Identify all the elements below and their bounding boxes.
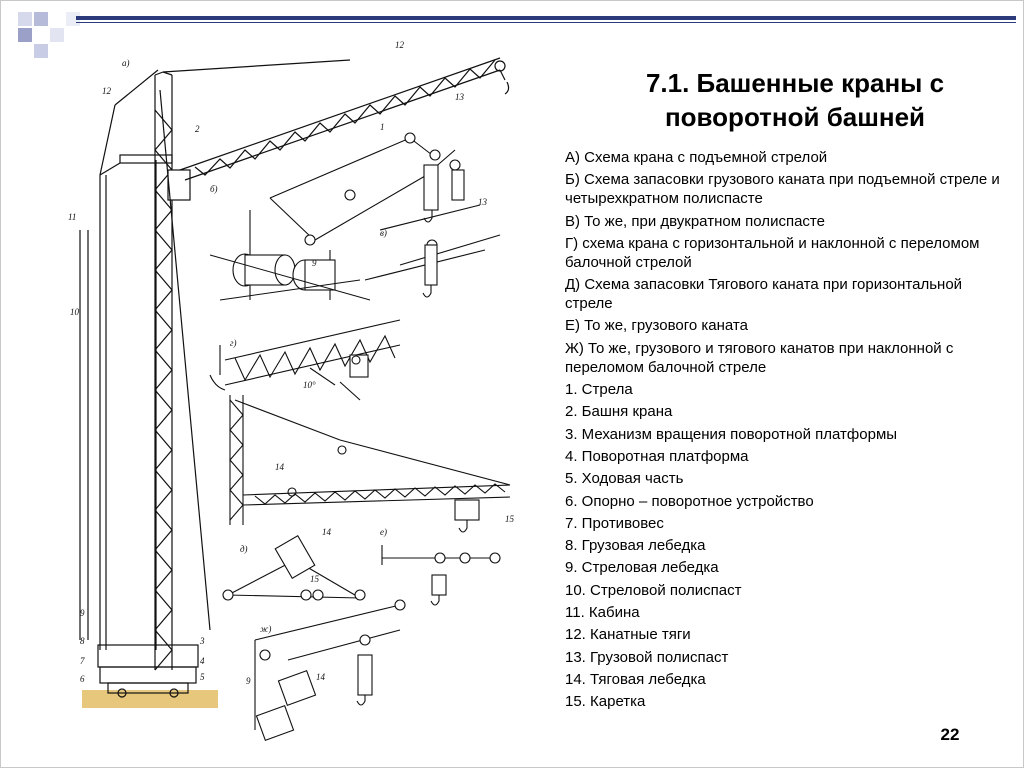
label-zh: ж) bbox=[260, 624, 271, 634]
label-1: 1 bbox=[380, 122, 385, 132]
legend-item: Г) схема крана с горизонтальной и наклон… bbox=[565, 234, 980, 271]
label-7: 7 bbox=[80, 656, 85, 666]
crane-boom bbox=[179, 57, 510, 181]
label-v: в) bbox=[380, 228, 387, 238]
legend-item: 15. Каретка bbox=[565, 693, 646, 711]
label-9b: 9 bbox=[246, 676, 251, 686]
label-10: 10 bbox=[70, 307, 80, 317]
legend-item: 11. Кабина bbox=[565, 604, 640, 622]
legend-item: 13. Грузовой полиспаст bbox=[565, 648, 729, 666]
label-4: 4 bbox=[200, 656, 205, 666]
legend-item: 1. Стрела bbox=[565, 381, 633, 399]
label-2: 2 bbox=[195, 124, 200, 134]
top-rule bbox=[76, 16, 1016, 20]
legend-item: 7. Противовес bbox=[565, 514, 664, 532]
label-15: 15 bbox=[505, 514, 515, 524]
label-13b: 13 bbox=[478, 197, 488, 207]
label-9c: 9 bbox=[312, 258, 317, 268]
legend-item: Д) Схема запасовки Тягового каната при г… bbox=[565, 276, 963, 313]
label-g: г) bbox=[230, 338, 237, 348]
crane-tower bbox=[79, 59, 351, 698]
label-14b: 14 bbox=[322, 527, 332, 537]
view-g-boom bbox=[209, 319, 511, 533]
label-e: е) bbox=[380, 527, 387, 537]
label-11: 11 bbox=[68, 212, 76, 222]
legend-item: 9. Стреловая лебедка bbox=[565, 559, 719, 577]
label-9: 9 bbox=[80, 608, 85, 618]
legend-item: 4. Поворотная платформа bbox=[565, 447, 749, 465]
legend-item: 3. Механизм вращения поворотной платформ… bbox=[565, 425, 898, 443]
label-14c: 14 bbox=[316, 672, 326, 682]
slide-title-line1: 7.1. Башенные краны с bbox=[645, 68, 945, 98]
label-14: 14 bbox=[275, 462, 285, 472]
legend-item: 5. Ходовая часть bbox=[565, 470, 684, 488]
slide-title-line2: поворотной башней bbox=[664, 102, 926, 132]
legend-item: В) То же, при двукратном полиспасте bbox=[565, 212, 825, 230]
legend-item: Б) Схема запасовки грузового каната при … bbox=[565, 171, 1000, 208]
label-angle: 10° bbox=[303, 380, 316, 390]
view-zh-reeving bbox=[254, 599, 406, 742]
legend-list: А) Схема крана с подъемной стрелой Б) Сх… bbox=[565, 148, 1005, 715]
label-d: д) bbox=[240, 544, 248, 554]
label-3: 3 bbox=[199, 636, 205, 646]
legend-item: Ж) То же, грузового и тягового канатов п… bbox=[565, 339, 954, 376]
diagram-labels: а) б) в) г) д) е) ж) 1 2 3 4 5 6 7 8 9 1… bbox=[68, 40, 515, 686]
slide-title: 7.1. Башенные краны с поворотной башней bbox=[585, 66, 1005, 134]
ground bbox=[82, 690, 218, 708]
label-5: 5 bbox=[200, 672, 205, 682]
label-8: 8 bbox=[80, 636, 85, 646]
legend-item: 12. Канатные тяги bbox=[565, 626, 691, 644]
top-rule-thin bbox=[76, 22, 1016, 23]
label-6: 6 bbox=[80, 674, 85, 684]
view-e-reeving bbox=[381, 545, 501, 606]
legend-item: 6. Опорно – поворотное устройство bbox=[565, 492, 814, 510]
view-d-reeving bbox=[222, 535, 366, 601]
view-b-reeving bbox=[209, 132, 465, 301]
legend-item: Е) То же, грузового каната bbox=[565, 317, 748, 335]
legend-item: 10. Стреловой полиспаст bbox=[565, 581, 742, 599]
crane-diagram: а) б) в) г) д) е) ж) 1 2 3 4 5 6 7 8 9 1… bbox=[68, 40, 515, 742]
label-13: 13 bbox=[455, 92, 465, 102]
legend-item: 8. Грузовая лебедка bbox=[565, 537, 706, 555]
label-a: а) bbox=[122, 58, 130, 68]
legend-item: 14. Тяговая лебедка bbox=[565, 670, 706, 688]
label-15b: 15 bbox=[310, 574, 320, 584]
legend-item: А) Схема крана с подъемной стрелой bbox=[565, 149, 828, 166]
label-12: 12 bbox=[102, 86, 112, 96]
page-number: 22 bbox=[940, 725, 960, 744]
label-b: б) bbox=[210, 184, 218, 194]
legend-item: 2. Башня крана bbox=[565, 403, 673, 421]
view-v-reeving bbox=[364, 204, 501, 298]
label-12-top: 12 bbox=[395, 40, 405, 50]
